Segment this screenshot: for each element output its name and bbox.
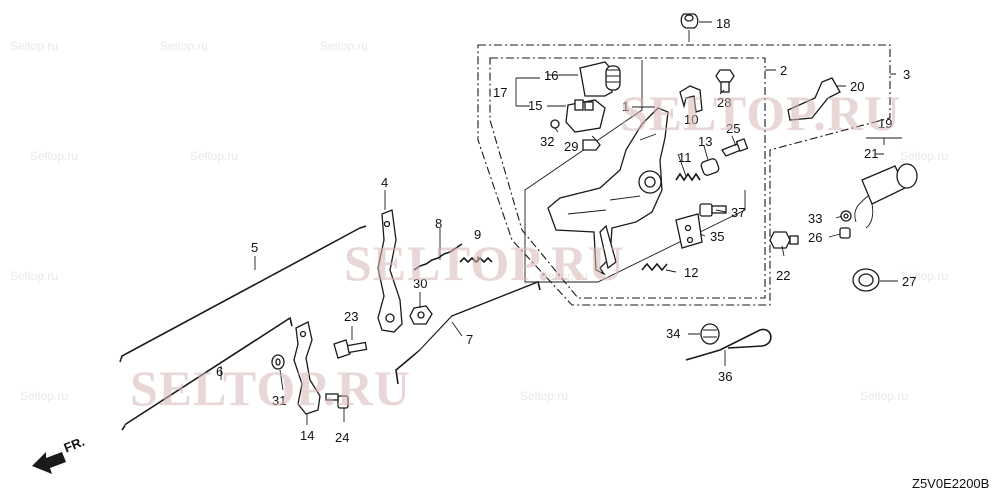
- callout-16: 16: [544, 68, 558, 83]
- watermark-top: SELTOP.RU: [620, 85, 901, 141]
- callout-23: 23: [344, 309, 358, 324]
- part-1-control-base: [547, 107, 669, 276]
- part-15-stop-switch: [550, 99, 606, 133]
- leader-lines: [220, 69, 902, 425]
- part-7-rod: [395, 280, 541, 385]
- svg-text:Seltop.ru: Seltop.ru: [30, 149, 78, 163]
- part-4-governor-arm: [377, 209, 403, 333]
- callout-7: 7: [466, 332, 473, 347]
- part-33-washer: [840, 210, 852, 222]
- callout-17: 17: [493, 85, 507, 100]
- part-34-collar: [700, 323, 720, 345]
- callout-4: 4: [381, 175, 388, 190]
- svg-text:Seltop.ru: Seltop.ru: [860, 389, 908, 403]
- watermark-middle: SELTOP.RU: [344, 235, 625, 291]
- svg-text:Seltop.ru: Seltop.ru: [540, 269, 588, 283]
- part-20-bracket: [787, 77, 841, 121]
- callout-13: 13: [698, 134, 712, 149]
- callout-30: 30: [413, 276, 427, 291]
- callout-labels: 1 2 3 4 5 6 7 8 9 10 11 12 13 14 15 16 1…: [216, 16, 916, 445]
- svg-text:Seltop.ru: Seltop.ru: [160, 39, 208, 53]
- callout-29: 29: [564, 139, 578, 154]
- svg-text:Seltop.ru: Seltop.ru: [190, 149, 238, 163]
- svg-text:Seltop.ru: Seltop.ru: [900, 269, 948, 283]
- callout-31: 31: [272, 393, 286, 408]
- front-arrow-icon: [32, 452, 66, 474]
- svg-text:Seltop.ru: Seltop.ru: [10, 39, 58, 53]
- callout-5: 5: [251, 240, 258, 255]
- callout-35: 35: [710, 229, 724, 244]
- callout-22: 22: [776, 268, 790, 283]
- callout-27: 27: [902, 274, 916, 289]
- part-28-bolt: [715, 69, 735, 93]
- callout-2: 2: [780, 63, 787, 78]
- callout-15: 15: [528, 98, 542, 113]
- front-arrow: FR.: [32, 434, 87, 474]
- part-26-bolt: [839, 227, 851, 239]
- part-31-washer: [271, 354, 285, 370]
- part-10-clip: [679, 85, 703, 113]
- part-5-rod: [119, 225, 367, 363]
- part-18-grommet: [680, 13, 712, 42]
- front-label: FR.: [62, 434, 87, 456]
- part-11-spring: [675, 172, 701, 182]
- callout-3: 3: [903, 67, 910, 82]
- svg-text:Seltop.ru: Seltop.ru: [520, 389, 568, 403]
- callout-10: 10: [684, 112, 698, 127]
- callout-20: 20: [850, 79, 864, 94]
- part-9-spring: [459, 256, 493, 264]
- callout-28: 28: [717, 95, 731, 110]
- part-8-spring: [413, 243, 463, 271]
- callout-26: 26: [808, 230, 822, 245]
- part-24-bolt: [325, 393, 349, 409]
- callout-8: 8: [435, 216, 442, 231]
- assembly-outline-3: [477, 44, 891, 306]
- part-23-bolt: [333, 339, 368, 359]
- part-13-collar: [700, 158, 720, 176]
- part-30-nut: [409, 305, 433, 325]
- callout-33: 33: [808, 211, 822, 226]
- callout-6: 6: [216, 364, 223, 379]
- part-36-wire-clip: [685, 328, 772, 361]
- svg-text:Seltop.ru: Seltop.ru: [20, 389, 68, 403]
- callout-18: 18: [716, 16, 730, 31]
- part-21-choke-knob: [854, 163, 918, 229]
- assembly-outline-1: [524, 60, 746, 283]
- callout-34: 34: [666, 326, 680, 341]
- callout-37: 37: [731, 205, 745, 220]
- part-27-clamp: [852, 268, 880, 292]
- part-29-screw: [582, 139, 601, 151]
- watermarks: SELTOP.RU SELTOP.RU SELTOP.RU: [130, 85, 901, 416]
- svg-text:Seltop.ru: Seltop.ru: [900, 149, 948, 163]
- part-22-bolt: [769, 231, 799, 249]
- callout-19: 19: [878, 116, 892, 131]
- part-16-cable-holder: [579, 61, 621, 97]
- assembly-outline-2: [489, 57, 766, 299]
- callout-25: 25: [726, 121, 740, 136]
- callout-12: 12: [684, 265, 698, 280]
- callout-36: 36: [718, 369, 732, 384]
- watermark-bottom: SELTOP.RU: [130, 360, 411, 416]
- callout-11: 11: [678, 150, 692, 165]
- callout-1: 1: [622, 99, 629, 114]
- callout-14: 14: [300, 428, 314, 443]
- callout-24: 24: [335, 430, 349, 445]
- callout-21: 21: [864, 146, 878, 161]
- part-35-plate: [675, 213, 703, 249]
- svg-text:Seltop.ru: Seltop.ru: [320, 39, 368, 53]
- part-37-bolt: [699, 203, 727, 217]
- drawing-code: Z5V0E2200B: [912, 476, 989, 491]
- callout-9: 9: [474, 227, 481, 242]
- part-6-rod: [121, 316, 293, 431]
- svg-text:Seltop.ru: Seltop.ru: [10, 269, 58, 283]
- part-14-control-lever: [293, 321, 321, 415]
- part-25-bolt: [721, 138, 749, 157]
- part-12-spring: [641, 262, 668, 272]
- callout-32: 32: [540, 134, 554, 149]
